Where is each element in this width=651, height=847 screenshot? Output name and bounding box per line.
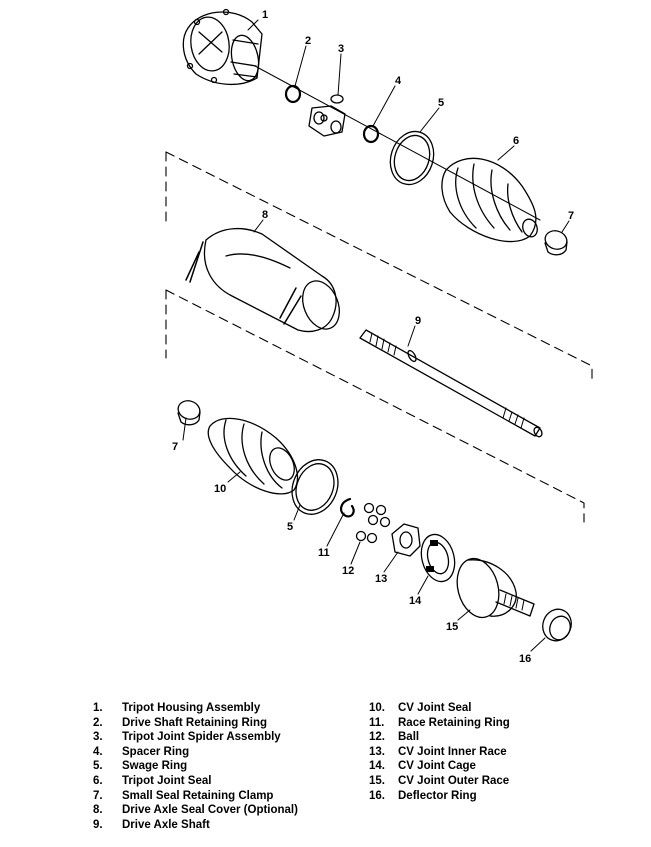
legend-label: Ball (398, 731, 420, 744)
balls (355, 502, 391, 544)
deflector-ring (542, 608, 572, 642)
legend-number: 12. (369, 731, 385, 744)
legend-number: 5. (93, 760, 103, 773)
legend-label: Tripot Joint Spider Assembly (122, 731, 281, 744)
legend-number: 4. (93, 745, 103, 758)
legend-number: 1. (93, 702, 103, 714)
small-seal-retaining-clamp-upper (544, 230, 568, 256)
callout-4: 4 (395, 75, 402, 87)
legend-number: 11. (369, 716, 385, 729)
legend-number: 7. (93, 789, 103, 802)
legend-number: 13. (369, 745, 385, 758)
exploded-axle-diagram: 1 2 3 4 5 6 7 8 9 7 10 5 11 12 13 14 15 … (165, 8, 593, 665)
callout-11: 11 (318, 547, 330, 559)
callout-8: 8 (262, 209, 268, 221)
legend-left-column: 1. Tripot Housing Assembly 2. Drive Shaft … (93, 701, 298, 832)
legend-label: CV Joint Cage (398, 760, 476, 773)
callout-13: 13 (375, 573, 387, 585)
legend-number: 8. (93, 804, 103, 817)
legend-label: Small Seal Retaining Clamp (122, 789, 274, 802)
drive-axle-shaft (359, 329, 543, 438)
legend-number: 9. (93, 818, 103, 831)
callout-16: 16 (519, 653, 531, 665)
small-seal-retaining-clamp-lower (177, 400, 201, 426)
legend-right-column: 10.CV Joint Seal 11.Race Retaining Ring … (369, 701, 510, 803)
cv-joint-seal (207, 417, 298, 495)
callout-3: 3 (338, 43, 344, 55)
legend-item: 16. Deflector Ring (369, 789, 510, 804)
race-retaining-ring (340, 497, 355, 518)
spacer-ring (362, 124, 380, 144)
tripot-joint-seal (441, 157, 538, 243)
cv-joint-inner-race (391, 523, 421, 557)
legend-item: 3. Tripot Joint Spider Assembly (93, 730, 298, 745)
callout-10: 10 (214, 483, 226, 495)
legend-item: 10. CV Joint Seal (369, 701, 510, 716)
legend-item: 2. Drive Shaft Retaining Ring (93, 716, 298, 731)
swage-ring-upper (389, 130, 435, 186)
callout-15: 15 (446, 621, 458, 633)
callout-9: 9 (415, 315, 421, 327)
legend-number: 14. (369, 760, 385, 773)
callout-1: 1 (262, 9, 268, 21)
legend-number: 16. (369, 789, 385, 802)
tripot-joint-spider-assembly (308, 94, 346, 137)
callout-12: 12 (342, 565, 354, 577)
legend-item: 9. Drive Axle Shaft (93, 818, 298, 833)
drive-shaft-retaining-ring (284, 84, 302, 104)
legend-label: CV Joint Outer Race (398, 774, 510, 787)
legend-item: 5. Swage Ring (93, 759, 298, 774)
leader-lines (182, 19, 570, 652)
callout-2: 2 (305, 35, 311, 47)
callout-6: 6 (513, 135, 519, 147)
swage-ring-lower (291, 459, 339, 515)
callout-7b: 7 (172, 441, 178, 453)
lower-dashed-frame (165, 289, 585, 523)
legend-label: CV Joint Seal (398, 702, 472, 714)
legend-label: Spacer Ring (122, 745, 190, 758)
callout-5a: 5 (438, 97, 444, 109)
legend-item: 7. Small Seal Retaining Clamp (93, 789, 298, 804)
upper-dashed-frame (165, 151, 593, 385)
legend-label: Drive Shaft Retaining Ring (122, 716, 268, 729)
legend-item: 8. Drive Axle Seal Cover (Optional) (93, 803, 298, 818)
legend-number: 15. (369, 774, 385, 787)
legend-item: 13. CV Joint Inner Race (369, 745, 510, 760)
callout-numbers: 1 2 3 4 5 6 7 8 9 7 10 5 11 12 13 14 15 … (172, 9, 574, 665)
callout-14: 14 (409, 595, 422, 607)
legend-number: 3. (93, 731, 103, 744)
legend-label: Race Retaining Ring (398, 716, 510, 729)
legend-number: 2. (93, 716, 103, 729)
legend-item: 1. Tripot Housing Assembly (93, 701, 298, 716)
legend-item: 15. CV Joint Outer Race (369, 774, 510, 789)
callout-7a: 7 (568, 210, 574, 222)
drive-axle-seal-cover (185, 228, 340, 333)
legend-item: 4. Spacer Ring (93, 745, 298, 760)
legend-label: CV Joint Inner Race (398, 745, 507, 758)
cv-joint-cage (420, 533, 456, 583)
legend-label: Drive Axle Shaft (122, 818, 210, 831)
legend-label: Tripot Joint Seal (122, 774, 212, 787)
legend-label: Tripot Housing Assembly (122, 702, 261, 714)
legend-number: 10. (369, 702, 385, 714)
legend-number: 6. (93, 774, 103, 787)
legend-item: 12. Ball (369, 730, 510, 745)
cv-joint-outer-race (456, 557, 535, 619)
legend-label: Drive Axle Seal Cover (Optional) (122, 804, 298, 817)
legend-label: Deflector Ring (398, 789, 477, 802)
callout-5b: 5 (287, 521, 293, 533)
legend-item: 6. Tripot Joint Seal (93, 774, 298, 789)
legend-item: 11. Race Retaining Ring (369, 716, 510, 731)
legend-item: 14. CV Joint Cage (369, 759, 510, 774)
legend-label: Swage Ring (122, 760, 188, 773)
tripot-housing-assembly (182, 8, 263, 86)
